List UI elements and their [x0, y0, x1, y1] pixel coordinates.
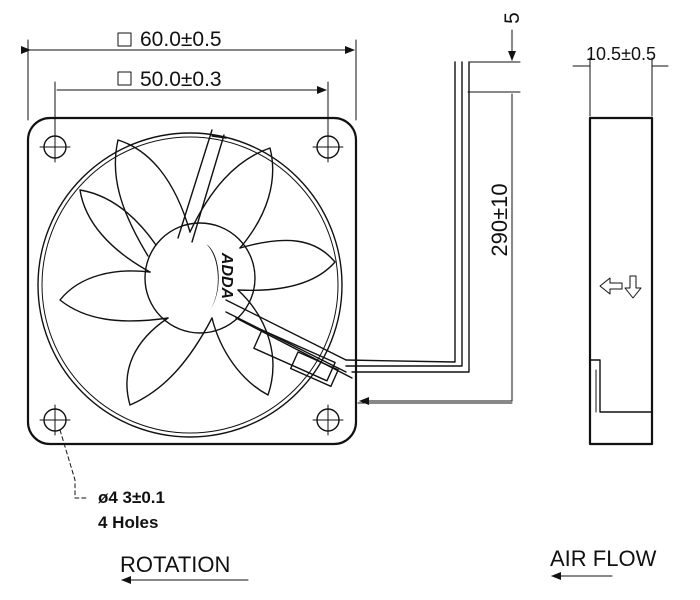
rotation-label: ROTATION [120, 552, 230, 577]
hole-spacing-dimension: 50.0±0.3 [54, 68, 329, 136]
fan-hub: ADDA [144, 222, 256, 334]
mounting-hole-bottom-right [312, 404, 344, 436]
mounting-hole-top-left [39, 131, 71, 163]
mounting-hole-bottom-left [39, 404, 71, 436]
fan-frame-front [26, 116, 358, 446]
mounting-hole-top-right [312, 131, 344, 163]
wire-length-dimension: 290±10 [357, 91, 521, 405]
outer-width-dimension: 60.0±0.5 [21, 28, 357, 121]
blade-housing [37, 132, 343, 438]
fan-blades [59, 139, 336, 406]
thickness-label: 10.5±0.5 [586, 44, 656, 64]
hole-count-note: 4 Holes [98, 513, 158, 532]
wire-channel [225, 299, 353, 388]
outer-width-label: 60.0±0.5 [140, 28, 222, 51]
airflow-indicator: AIR FLOW [550, 546, 657, 580]
hole-spacing-label: 50.0±0.3 [140, 68, 222, 91]
airflow-arrow-icon [599, 275, 642, 299]
rotation-indicator: ROTATION [120, 552, 249, 584]
fan-side-view [588, 116, 654, 446]
strip-length-label: 5 [501, 12, 524, 24]
airflow-label: AIR FLOW [550, 546, 657, 571]
wire-length-label: 290±10 [487, 183, 512, 256]
support-struts [177, 129, 227, 243]
lead-wire [345, 61, 470, 373]
hole-callout: ø4 3±0.1 4 Holes [59, 429, 165, 532]
thickness-dimension: 10.5±0.5 [572, 44, 669, 117]
hub-logo-text: ADDA [218, 252, 235, 299]
hole-diameter-note: ø4 3±0.1 [98, 488, 165, 507]
strip-length-dimension: 5 [469, 12, 524, 63]
